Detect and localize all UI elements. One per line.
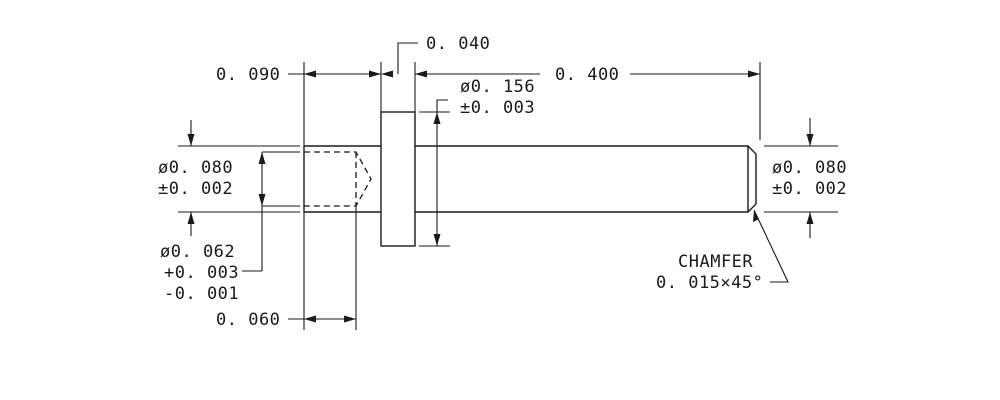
bore-diameter-tolerance-minus: -0. 001 — [164, 284, 239, 304]
flange-diameter-tolerance: ±0. 003 — [460, 98, 535, 118]
flange-thickness-label: 0. 040 — [426, 34, 490, 54]
shank-diameter-left-tolerance: ±0. 002 — [158, 179, 233, 199]
flange-outline — [380, 111, 416, 247]
dim-shank-diameter-left: ø0. 080 ±0. 002 — [158, 120, 233, 236]
shank-diameter-right-tolerance: ±0. 002 — [772, 179, 847, 199]
chamfer-callout: CHAMFER 0. 015×45° — [656, 209, 789, 293]
bore-hidden-lines — [304, 151, 372, 207]
extension-lines — [178, 62, 838, 330]
dim-head-length: 0. 090 — [216, 65, 381, 85]
shank-diameter-left-value: ø0. 080 — [158, 158, 233, 178]
head-length-label: 0. 090 — [216, 65, 280, 85]
chamfer-value: 0. 015×45° — [656, 273, 763, 293]
flange-diameter-value: ø0. 156 — [460, 77, 535, 97]
head-outline — [303, 145, 381, 213]
dim-flange-thickness: 0. 040 — [381, 34, 490, 78]
bore-diameter-value: ø0. 062 — [160, 242, 235, 262]
dim-flange-diameter: ø0. 156 ±0. 003 — [433, 77, 535, 246]
dim-bore-depth: 0. 060 — [216, 310, 356, 330]
chamfer-label: CHAMFER — [678, 252, 753, 272]
overall-length-label: 0. 400 — [555, 65, 619, 85]
dim-shank-diameter-right: ø0. 080 ±0. 002 — [772, 118, 847, 238]
dim-overall-length: 0. 400 — [415, 65, 760, 85]
bore-depth-label: 0. 060 — [216, 310, 280, 330]
dim-bore-diameter: ø0. 062 +0. 003 -0. 001 — [160, 151, 300, 304]
bore-diameter-tolerance-plus: +0. 003 — [164, 263, 239, 283]
shank-outline — [415, 145, 757, 213]
part-outline — [303, 111, 757, 247]
shank-diameter-right-value: ø0. 080 — [772, 158, 847, 178]
